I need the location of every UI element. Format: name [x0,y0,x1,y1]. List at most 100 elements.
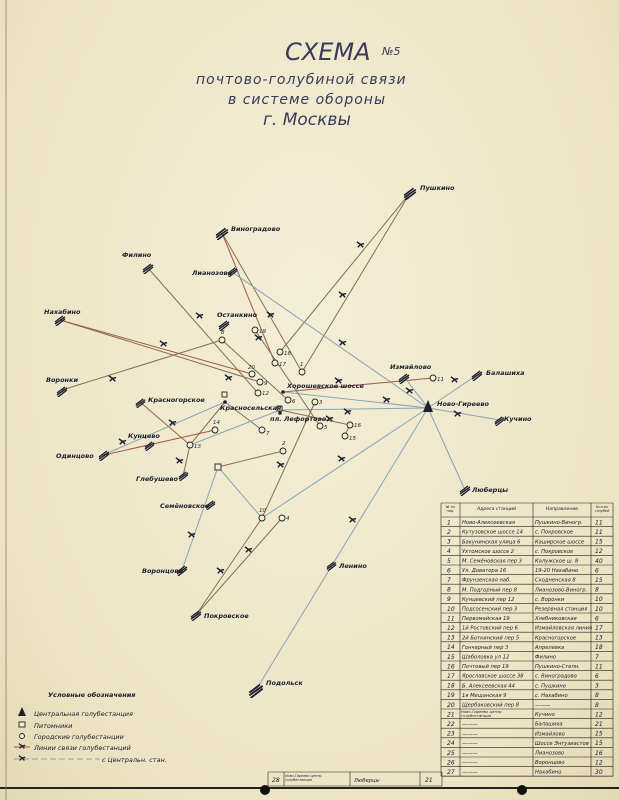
pigeon-icon [118,438,127,445]
station-mark-icon [98,450,110,461]
table-header-cell: Направление [546,507,578,512]
pigeon-icon [356,241,365,248]
table-cell-direction: с. Пушкино [535,683,566,689]
table-cell-count: 7 [595,654,599,661]
table-cell-direction: Люберцы [353,778,380,784]
pigeon-icon [338,339,347,346]
table-cell-number: 26 [447,759,455,766]
table-cell-number: 6 [447,567,451,574]
city-station-icon [341,432,349,440]
city-station-icon [346,421,354,429]
pigeon-icon [18,742,26,750]
node-dot [278,411,282,415]
city-station-icon [248,370,256,378]
table-cell-number: 10 [447,606,455,613]
pigeon-icon [224,374,233,381]
table-cell-address: Ново-Гиреево центр. голубестанция [461,709,503,718]
table-cell-direction: с. Воронки [535,597,565,603]
table-cell-number: 5 [447,558,451,565]
place-label: Пушкино [420,184,455,192]
pigeon-icon [348,516,357,523]
table-cell-count: 10 [595,596,603,603]
table-cell-number: 20 [447,702,455,709]
table-cell-number: 14 [447,644,455,651]
table-cell-count: 12 [595,548,603,555]
table-cell-number: 17 [447,673,455,680]
place-label: Подольск [266,679,303,687]
table-cell-address: 1й Ростовский пер 6 [462,626,519,632]
table-cell-count: 18 [595,644,603,651]
station-number: 16 [354,423,361,429]
city-station-icon [311,398,319,406]
table-cell-number: 28 [272,777,280,784]
station-number: 20 [248,365,255,371]
table-cell-number: 8 [447,587,451,594]
table-cell-direction: Апрелевка [534,645,564,651]
table-cell-direction: с. Покровское [535,530,573,536]
table-cell-direction: Измайловская линия [535,626,592,632]
pigeon-icon [337,455,346,462]
station-mark-icon [135,398,146,408]
table-cell-address: Кунцевский пер 12 [462,597,514,603]
table-cell-address: Почтовый пер 19 [462,664,509,670]
table-cell-address: Бакунинская улица 6 [462,539,521,545]
table-cell-direction: Хлебниковская [534,616,577,622]
table-cell-number: 3 [447,539,451,546]
title-schema: СХЕМА [285,38,371,66]
city-station-icon [186,441,194,449]
place-label: Кунцево [128,432,160,440]
table-cell-address: ——— [462,760,478,766]
station-mark-icon [326,561,337,571]
table-cell-count: 15 [595,731,603,738]
table-cell-address: ——— [462,751,478,757]
station-number: 8 [221,330,225,336]
table-cell-direction: с. Нахабино [535,693,568,699]
table-header: Адреса станций [477,506,516,512]
table-cell-count: 17 [595,625,603,632]
table-cell-number: 4 [447,548,451,555]
table-cell-address: Ново-Алексеевская [462,520,515,526]
table-cell-address: Фрунзенская наб. [462,578,511,584]
city-station-icon [258,426,266,434]
table-header: Кол-во голубей [594,505,610,513]
station-number: 12 [262,391,269,397]
table-cell-address: 2й Боткинский пер 5 [462,635,520,641]
table-cell-direction: Нахабино [535,770,561,776]
table-header-cell: № по пор. [446,505,455,513]
legend-item: с Центральн. стан. [102,756,167,764]
station-mark-icon [398,373,410,384]
table-cell-address: 1я Мещанская 9 [462,693,506,699]
table-cell-number: 19 [447,692,455,699]
station-number: 3 [319,400,323,406]
table-cell-direction: Воронцово [535,760,565,766]
title-subtitle-3: г. Москвы [263,110,351,130]
station-mark-icon [459,485,471,496]
title-number: №5 [381,45,400,58]
place-labels: Пушкино Виноградово Филино Лианозово Нах… [44,184,532,687]
table-cell-address: Шаболовка ул 12 [462,655,509,661]
table-cell-count: 11 [595,519,603,526]
place-label: Виноградово [231,225,281,233]
table-cell-direction: Измайлово [535,731,565,737]
place-label: пл. Лефортово [270,415,327,423]
city-station-icon [251,326,259,334]
city-station-icon [278,514,286,522]
table-header-cell: Адреса станций [477,506,516,512]
table-cell-direction: Сходненская 8 [535,578,576,584]
table-cell-address: ——— [462,722,478,728]
table-cell-number: 23 [447,731,455,738]
place-label: Хорошевское шоссе [286,382,364,390]
pigeon-icon [187,531,196,538]
table-cell-number: 24 [447,740,455,747]
table-cell-address-cell: Ново-Гиреево центр. голубестанция [285,775,322,782]
pigeon-icon [276,461,285,468]
pigeon-icon [338,291,347,298]
table-cell-address: Ухтомское шоссе 2 [462,549,514,555]
place-label: Кучино [504,415,532,423]
table-cell-direction: ——— [535,703,551,709]
node-dot [223,400,227,404]
punch-hole [260,785,270,795]
node-dot [281,390,285,394]
city-stations: 1 2 3 4 5 6 7 8 9 10 11 12 13 14 15 16 1… [186,326,444,522]
